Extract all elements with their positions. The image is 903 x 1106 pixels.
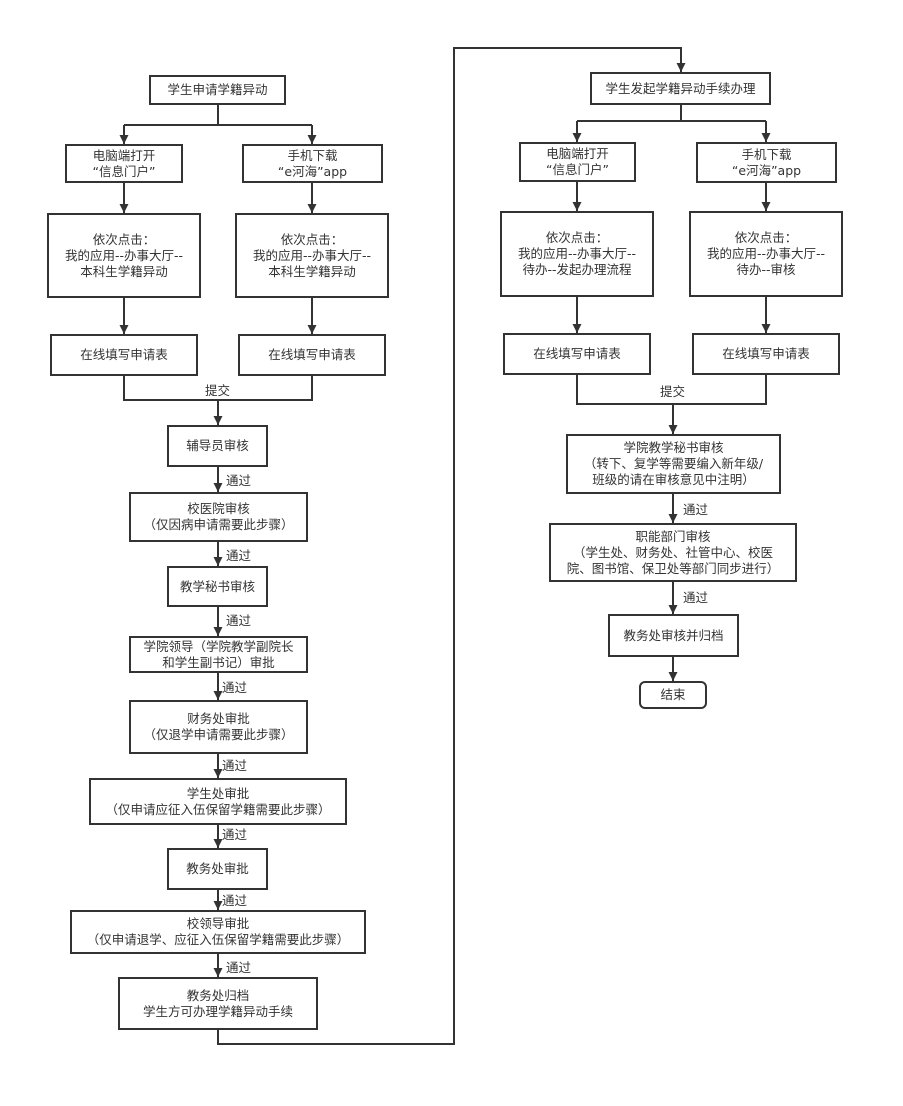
node-text: 电脑端打开: [546, 146, 609, 161]
node-text: 和学生副书记）审批: [162, 654, 275, 670]
node-text: 在线填写申请表: [533, 346, 621, 361]
connector: [217, 47, 686, 1045]
pass-label: 通过: [226, 548, 252, 563]
node-text: 学院教学秘书审核: [623, 440, 724, 455]
connector: [124, 104, 219, 126]
pass-label: 通过: [226, 960, 252, 975]
node-text: 我的应用--办事大厅--: [252, 247, 372, 263]
node-text: 依次点击：: [92, 231, 156, 247]
node-mobile-download-app: 手机下载 “e河海”app: [242, 144, 383, 183]
node-college-leader-approval: 学院领导（学院教学副院长 和学生副书记）审批: [129, 636, 308, 673]
node-hospital-review: 校医院审核 （仅因病申请需要此步骤）: [129, 492, 308, 542]
pass-label: 通过: [222, 827, 248, 842]
node-pc-click-path: 依次点击： 我的应用--办事大厅-- 本科生学籍异动: [47, 213, 201, 298]
node-text: 我的应用--办事大厅--: [706, 246, 826, 261]
node-text: 依次点击：: [545, 230, 609, 245]
pass-label: 通过: [683, 590, 709, 605]
node-mobile-download-app: 手机下载 “e河海”app: [696, 142, 837, 183]
node-academic-affairs-approval: 教务处审批: [167, 848, 268, 890]
node-text: （仅退学申请需要此步骤）: [143, 727, 294, 742]
node-school-leader-approval: 校领导审批 （仅申请退学、应征入伍保留学籍需要此步骤）: [70, 910, 366, 954]
node-text: 我的应用--办事大厅--: [517, 246, 637, 261]
pass-label: 通过: [222, 680, 248, 695]
node-finance-approval: 财务处审批 （仅退学申请需要此步骤）: [129, 700, 308, 754]
node-apply-status-change: 学生申请学籍异动: [149, 75, 286, 105]
node-secretary-review: 教学秘书审核: [167, 566, 268, 607]
node-pc-fill-form: 在线填写申请表: [503, 333, 651, 375]
node-text: 职能部门审核: [635, 528, 711, 544]
node-text: 电脑端打开: [92, 147, 156, 163]
node-text: 在线填写申请表: [268, 347, 356, 362]
node-text: 依次点击：: [280, 231, 344, 247]
node-text: （转下、复学等需要编入新年级/: [583, 456, 764, 471]
node-pc-click-path: 依次点击： 我的应用--办事大厅-- 待办--发起办理流程: [500, 211, 654, 297]
node-text: 财务处审批: [187, 711, 250, 726]
node-text: “信息门户”: [92, 163, 156, 179]
node-pc-open-portal: 电脑端打开 “信息门户”: [519, 142, 636, 182]
pass-label: 通过: [226, 473, 252, 488]
node-mobile-fill-form: 在线填写申请表: [238, 334, 386, 376]
node-mobile-click-path: 依次点击： 我的应用--办事大厅-- 待办--审核: [689, 211, 843, 297]
node-affairs-review-archive: 教务处审核并归档: [608, 614, 739, 657]
node-text: 学生申请学籍异动: [167, 82, 268, 97]
connector: [577, 104, 682, 122]
node-text: 学生处审批: [186, 785, 250, 801]
node-text: “信息门户”: [546, 162, 609, 177]
node-text: 教务处审批: [186, 861, 249, 876]
submit-label: 提交: [660, 384, 686, 399]
node-mobile-fill-form: 在线填写申请表: [692, 333, 840, 375]
node-text: 手机下载: [741, 146, 792, 162]
node-text: 学院领导（学院教学副院长: [143, 638, 294, 654]
node-text: 辅导员审核: [186, 438, 249, 453]
node-text: 在线填写申请表: [722, 346, 810, 361]
node-text: 依次点击：: [734, 230, 798, 245]
pass-label: 通过: [226, 613, 252, 628]
node-pc-fill-form: 在线填写申请表: [50, 334, 198, 376]
node-start-procedure: 学生发起学籍异动手续办理: [590, 72, 771, 105]
node-text: 本科生学籍异动: [80, 263, 168, 279]
node-pc-open-portal: 电脑端打开 “信息门户”: [65, 144, 183, 183]
node-text: 结束: [660, 687, 686, 702]
node-text: 本科生学籍异动: [268, 263, 356, 279]
pass-label: 通过: [222, 758, 248, 773]
node-functional-depts-review: 职能部门审核 （学生处、财务处、社管中心、校医 院、图书馆、保卫处等部门同步进行…: [549, 523, 797, 582]
pass-label: 通过: [683, 502, 709, 517]
submit-label: 提交: [205, 383, 231, 398]
node-text: 学生方可办理学籍异动手续: [142, 1003, 293, 1019]
node-text: 学生发起学籍异动手续办理: [605, 80, 756, 96]
node-text: 教务处归档: [186, 987, 250, 1003]
node-text: 待办--审核: [736, 262, 796, 277]
node-counselor-review: 辅导员审核: [167, 425, 268, 467]
node-text: 待办--发起办理流程: [522, 262, 632, 277]
node-text: 院、图书馆、保卫处等部门同步进行）: [566, 560, 780, 576]
node-student-office-approval: 学生处审批 （仅申请应征入伍保留学籍需要此步骤）: [89, 778, 347, 825]
pass-label: 通过: [222, 893, 248, 908]
node-end: 结束: [639, 681, 707, 709]
node-text: 校领导审批: [186, 916, 250, 931]
node-college-secretary-review: 学院教学秘书审核 （转下、复学等需要编入新年级/ 班级的请在审核意见中注明）: [566, 434, 781, 494]
node-text: “e河海”app: [731, 162, 802, 178]
node-text: 我的应用--办事大厅--: [64, 247, 184, 263]
node-text: 教务处审核并归档: [623, 627, 724, 643]
connector: [576, 374, 767, 405]
node-text: （仅因病申请需要此步骤）: [143, 517, 294, 532]
node-affairs-archive: 教务处归档 学生方可办理学籍异动手续: [118, 977, 318, 1030]
node-text: 在线填写申请表: [80, 347, 168, 362]
node-text: （学生处、财务处、社管中心、校医: [572, 544, 773, 560]
node-text: 手机下载: [287, 147, 338, 163]
node-text: “e河海”app: [277, 163, 348, 179]
node-text: 校医院审核: [187, 501, 250, 516]
node-text: （仅申请退学、应征入伍保留学籍需要此步骤）: [86, 932, 350, 947]
node-text: （仅申请应征入伍保留学籍需要此步骤）: [105, 801, 331, 817]
node-mobile-click-path: 依次点击： 我的应用--办事大厅-- 本科生学籍异动: [235, 213, 389, 298]
node-text: 班级的请在审核意见中注明）: [592, 472, 755, 487]
node-text: 教学秘书审核: [179, 578, 255, 594]
